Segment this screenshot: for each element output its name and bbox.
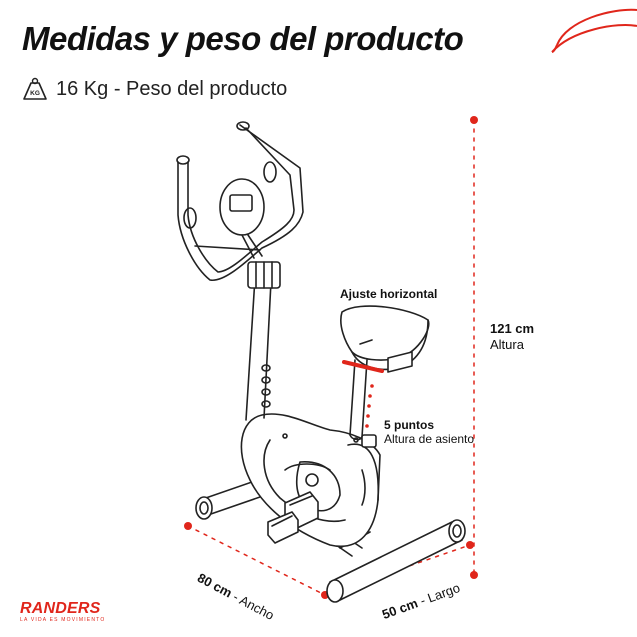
weight-icon-label: KG [30,90,40,97]
tension-knob [247,261,281,289]
seat [340,305,430,373]
console [219,178,265,259]
horizontal-adjust-label: Ajuste horizontal [340,287,438,301]
seat-height-label: Altura de asiento [384,432,475,446]
page-title: Medidas y peso del producto [22,20,464,57]
seat-points-label: 5 puntos [384,418,434,432]
flywheel-housing [240,413,381,548]
weight-icon: KG [23,77,47,100]
seat-height-points [365,384,374,428]
handlebars [176,121,304,281]
length-dimension-line [324,541,474,596]
seat-post [349,359,377,448]
horizontal-adjust-marker [342,360,384,373]
brand-logo: RANDERS LA VIDA ES MOVIMIENTO [20,600,105,623]
pedals [267,491,319,544]
height-value: 121 cm [490,321,535,336]
height-dimension-line [470,116,478,579]
corner-swoosh-decoration [551,8,637,53]
front-stabilizer [326,519,466,603]
weight-label: 16 Kg - Peso del producto [56,77,288,100]
brand-tagline: LA VIDA ES MOVIMIENTO [20,617,106,623]
brand-name: RANDERS [20,600,101,617]
weight-row: KG 16 Kg - Peso del producto [22,76,287,102]
height-label: Altura [490,337,524,352]
